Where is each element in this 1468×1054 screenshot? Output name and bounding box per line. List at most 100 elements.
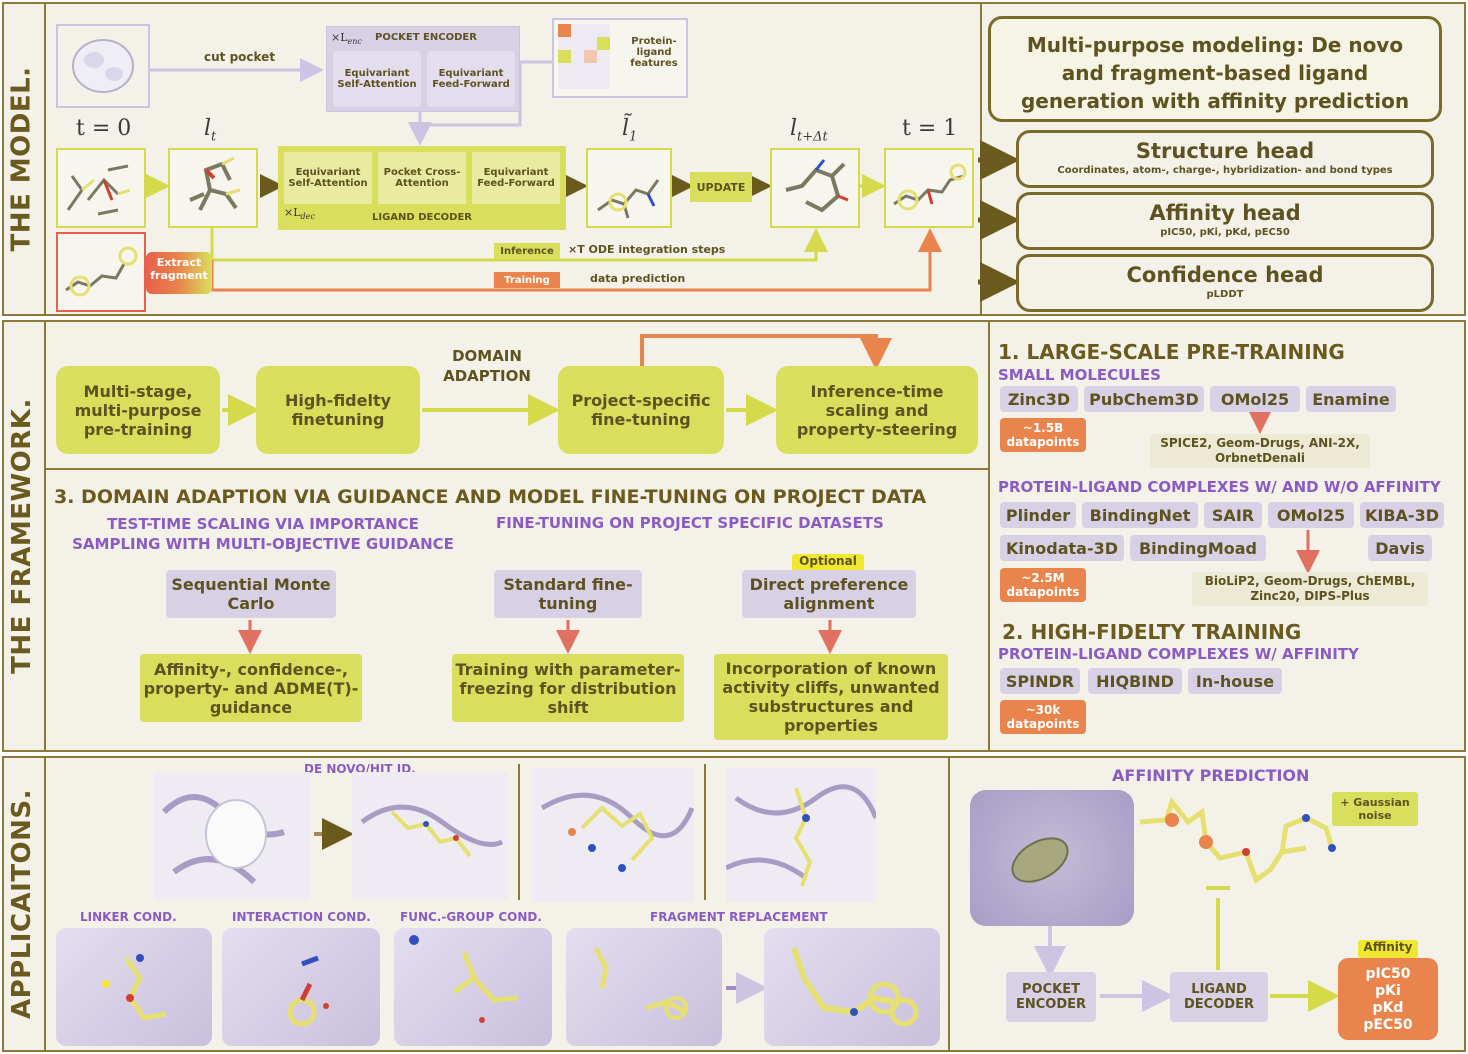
flow-finetuning: High-fidelty finetuning [256, 366, 420, 454]
dataset-omol25: OMol25 [1210, 386, 1300, 412]
dataset-sair: SAIR [1204, 502, 1262, 528]
molecule-l1 [586, 148, 672, 228]
affinity-prediction-title: AFFINITY PREDICTION [1112, 766, 1310, 785]
framework-divider-h [46, 468, 989, 470]
training-note: data prediction [590, 272, 686, 285]
molecule-noise-t0 [56, 148, 146, 228]
dataset-bindingmoad: BindingMoad [1130, 535, 1266, 561]
hit-image-3 [726, 768, 876, 902]
label-t0: t = 0 [76, 116, 132, 141]
affinity-label-tag: Affinity [1358, 940, 1418, 958]
dataset-pubchem3d: PubChem3D [1084, 386, 1204, 412]
inference-note: ×T ODE integration steps [568, 243, 726, 256]
small-count: ~1.5B datapoints [1000, 418, 1086, 452]
dataset-hiqbind: HIQBIND [1088, 668, 1182, 694]
structure-head: Structure head Coordinates, atom-, charg… [1016, 130, 1434, 188]
cut-pocket-label: cut pocket [204, 50, 276, 64]
plc-title: PROTEIN-LIGAND COMPLEXES W/ AND W/O AFFI… [998, 478, 1441, 496]
training-tag: Training [494, 272, 560, 288]
dataset-kiba3d: KIBA-3D [1360, 502, 1444, 528]
smc-output: Affinity-, confidence-, property- and AD… [140, 654, 362, 722]
denovo-divider-2 [704, 764, 706, 900]
plc-extra: BioLiP2, Geom-Drugs, ChEMBL, Zinc20, DIP… [1192, 572, 1428, 606]
dataset-plinder: Plinder [1000, 502, 1076, 528]
affinity-ligand-image [1136, 792, 1366, 902]
label-ltdt: lt+Δt [790, 116, 828, 145]
model-divider [980, 4, 982, 314]
multi-purpose-box: Multi-purpose modeling: De novo and frag… [988, 16, 1442, 122]
hf-sub: PROTEIN-LIGAND COMPLEXES W/ AFFINITY [998, 645, 1359, 663]
dataset-enamine: Enamine [1306, 386, 1396, 412]
label-l1: l̃1 [622, 116, 638, 145]
fragment-after-image [764, 928, 940, 1046]
ligand-decoder: Equivariant Self-Attention Pocket Cross-… [278, 146, 566, 230]
dataset-davis: Davis [1368, 535, 1432, 561]
gaussian-noise-tag: + Gaussian noise [1332, 792, 1418, 826]
decoder-feed-forward: Equivariant Feed-Forward [472, 152, 560, 204]
update-box: UPDATE [690, 172, 752, 202]
label-t1: t = 1 [902, 116, 958, 141]
domain-adaption-label: DOMAIN ADAPTION [443, 347, 531, 385]
ft-title: FINE-TUNING ON PROJECT SPECIFIC DATASETS [496, 514, 884, 532]
fragment-molecule [56, 232, 146, 312]
dpa-box: Direct preference alignment [742, 570, 916, 618]
molecule-lt [168, 148, 258, 228]
small-molecules-title: SMALL MOLECULES [998, 366, 1161, 384]
dataset-kinodata3d: Kinodata-3D [1000, 535, 1124, 561]
hf-title: 2. HIGH-FIDELTY TRAINING [1002, 620, 1302, 644]
dataset-zinc3d: Zinc3D [1000, 386, 1078, 412]
dataset-inhouse: In-house [1188, 668, 1282, 694]
interaction-image [222, 928, 380, 1046]
std-ft-box: Standard fine-tuning [494, 570, 642, 618]
fragment-title: FRAGMENT REPLACEMENT [650, 910, 828, 924]
pocket-encoder-title: POCKET ENCODER [375, 32, 477, 43]
dataset-omol25-plc: OMol25 [1268, 502, 1354, 528]
fragment-before-image [566, 928, 722, 1046]
tts-title: TEST-TIME SCALING VIA IMPORTANCE SAMPLIN… [72, 515, 454, 553]
pretraining-title: 1. LARGE-SCALE PRE-TRAINING [998, 340, 1345, 364]
affinity-pocket-image [970, 790, 1134, 926]
decoder-cross-attention: Pocket Cross-Attention [378, 152, 466, 204]
encoder-multiplier: ×L [331, 31, 348, 44]
confidence-head: Confidence head pLDDT [1016, 254, 1434, 312]
applications-side-label: APPLICAITONS. [0, 756, 46, 1052]
pocket-surface-image [56, 24, 150, 108]
label-lt: lt [204, 116, 217, 145]
protein-ligand-features: Protein-ligand features [552, 18, 688, 98]
model-side-label: THE MODEL. [0, 2, 46, 316]
flow-pretraining: Multi-stage, multi-purpose pre-training [56, 366, 220, 454]
affinity-head: Affinity head pIC50, pKi, pKd, pEC50 [1016, 192, 1434, 250]
optional-tag: Optional [792, 554, 864, 572]
hf-count: ~30k datapoints [1000, 700, 1086, 734]
std-ft-output: Training with parameter-freezing for dis… [452, 654, 684, 722]
molecule-t1 [884, 148, 974, 228]
affinity-outputs: pIC50 pKi pKd pEC50 [1338, 958, 1438, 1040]
interaction-title: INTERACTION COND. [232, 910, 371, 924]
linker-title: LINKER COND. [80, 910, 177, 924]
flow-inference-scaling: Inference-time scaling and property-stee… [776, 366, 978, 454]
funcgroup-title: FUNC.-GROUP COND. [400, 910, 542, 924]
small-extra: SPICE2, Geom-Drugs, ANI-2X, OrbnetDenali [1150, 434, 1370, 468]
framework-side-label: THE FRAMEWORK. [0, 320, 46, 752]
app-pocket-encoder: POCKET ENCODER [1006, 972, 1096, 1022]
framework-divider-v [988, 322, 990, 750]
dpa-output: Incorporation of known activity cliffs, … [714, 654, 948, 740]
denovo-divider-1 [518, 764, 520, 900]
features-label: Protein-ligand features [630, 36, 678, 69]
decoder-self-attention: Equivariant Self-Attention [284, 152, 372, 204]
extract-fragment-box: Extract fragment [146, 252, 212, 294]
encoder-feed-forward: Equivariant Feed-Forward [427, 51, 515, 107]
dataset-spindr: SPINDR [1000, 668, 1080, 694]
pocket-encoder: ×Lenc POCKET ENCODER Equivariant Self-At… [326, 26, 520, 112]
funcgroup-image [394, 928, 552, 1046]
dataset-bindingnet: BindingNet [1082, 502, 1198, 528]
hit-image-2 [532, 768, 694, 902]
app-ligand-decoder: LIGAND DECODER [1170, 972, 1268, 1022]
denovo-ligand-image [352, 772, 508, 900]
molecule-ltdt [770, 148, 860, 228]
linker-image [56, 928, 212, 1046]
decoder-multiplier: ×L [284, 206, 301, 219]
ligand-decoder-title: LIGAND DECODER [372, 212, 472, 223]
applications-divider [948, 758, 950, 1050]
flow-project-finetuning: Project-specific fine-tuning [558, 366, 724, 454]
